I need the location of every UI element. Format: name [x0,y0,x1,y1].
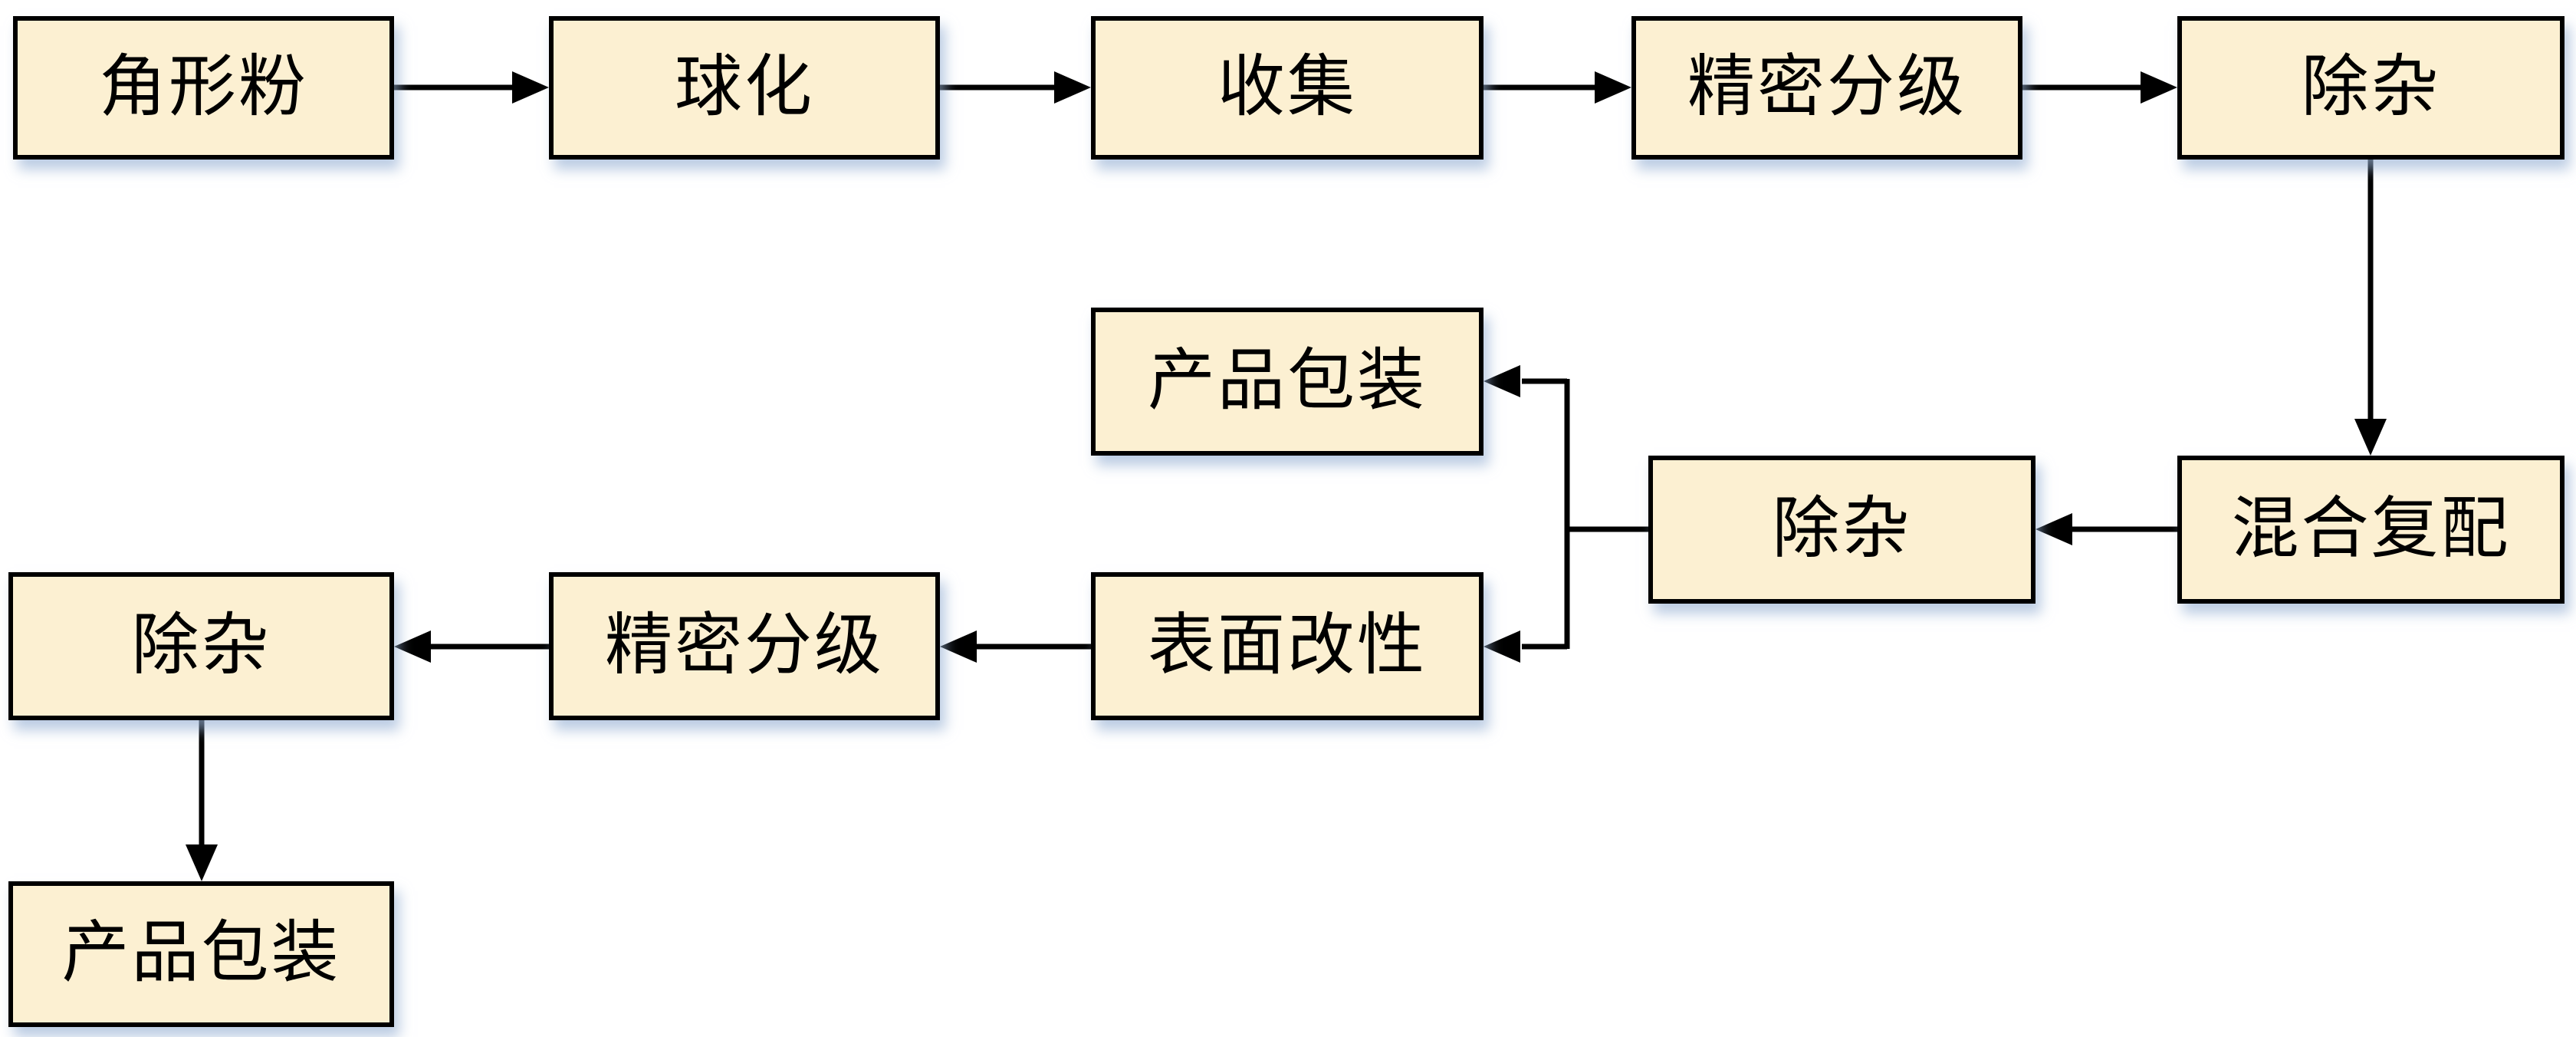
edge-precision-classification-1-to-impurity-removal-1 [2022,71,2177,104]
node-product-packaging-2: 产品包装 [8,881,394,1027]
edge-impurity-removal-1-to-mixing-compounding [2354,160,2387,456]
node-label: 球化 [674,50,814,125]
node-spheroidization: 球化 [549,16,940,160]
node-label: 产品包装 [1147,344,1427,419]
edge-collection-to-precision-classification-1 [1484,71,1631,104]
edge-precision-classification-2-to-impurity-removal-3 [394,630,549,663]
edge-angular-powder-to-spheroidization [394,71,549,104]
edge-impurity-removal-3-to-product-packaging-2 [186,720,218,881]
node-label: 收集 [1217,50,1357,125]
node-surface-modification: 表面改性 [1091,572,1484,720]
node-label: 除杂 [2301,50,2441,125]
node-impurity-removal-1: 除杂 [2177,16,2564,160]
node-label: 混合复配 [2231,492,2511,567]
node-product-packaging-1: 产品包装 [1091,308,1484,456]
node-angular-powder: 角形粉 [13,16,394,160]
node-label: 除杂 [131,608,271,683]
node-impurity-removal-3: 除杂 [8,572,394,720]
edge-mixing-compounding-to-impurity-removal-2 [2036,513,2177,545]
node-label: 精密分级 [604,608,884,683]
edge-impurity-removal-2-branch [1484,365,1648,663]
edge-surface-modification-to-precision-classification-2 [940,630,1091,663]
node-mixing-compounding: 混合复配 [2177,456,2564,604]
node-label: 精密分级 [1687,50,1967,125]
node-precision-classification-2: 精密分级 [549,572,940,720]
node-label: 表面改性 [1147,608,1427,683]
node-label: 产品包装 [61,917,341,991]
node-precision-classification-1: 精密分级 [1631,16,2022,160]
node-label: 角形粉 [98,50,308,125]
edge-spheroidization-to-collection [940,71,1091,104]
node-collection: 收集 [1091,16,1484,160]
node-impurity-removal-2: 除杂 [1648,456,2036,604]
node-label: 除杂 [1772,492,1912,567]
